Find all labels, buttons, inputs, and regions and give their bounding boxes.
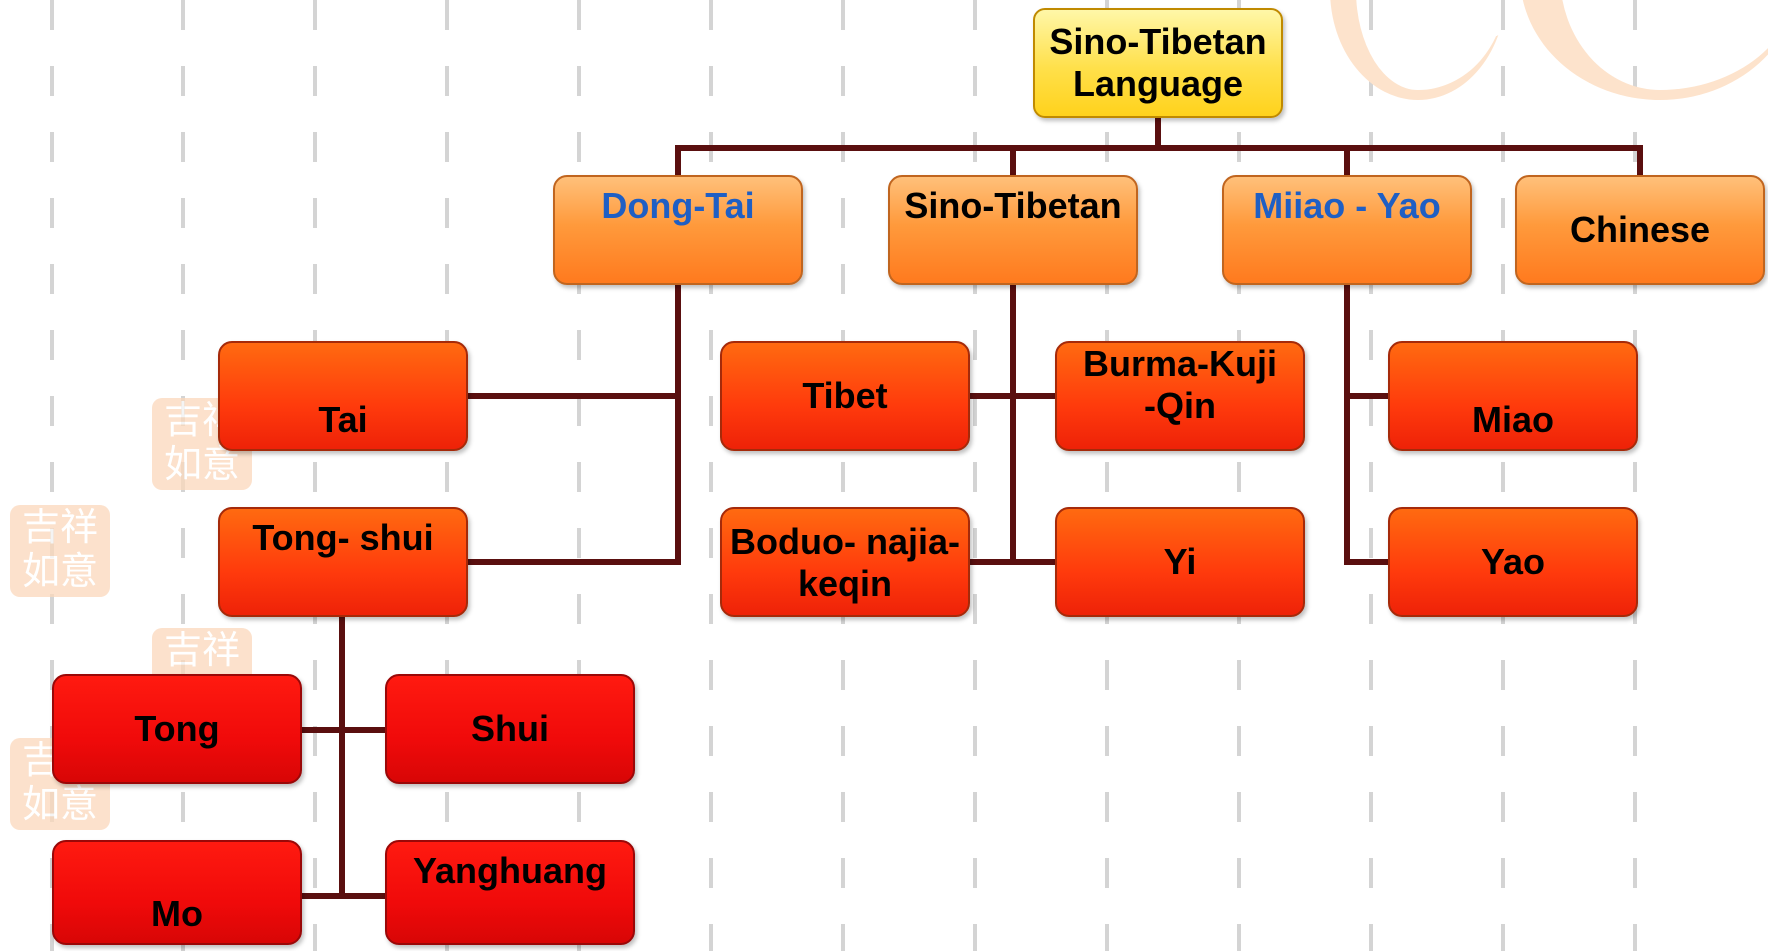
node-tai: Tai — [218, 341, 468, 451]
node-burma-kuji-qin-label: Burma-Kuji -Qin — [1082, 343, 1277, 426]
node-tai-label: Tai — [318, 399, 368, 440]
node-sino-tibetan: Sino-Tibetan — [888, 175, 1138, 285]
node-yanghuang-label: Yanghuang — [412, 850, 607, 891]
node-tong-label: Tong — [134, 708, 220, 749]
node-miiao-yao: Miiao - Yao — [1222, 175, 1472, 285]
node-root-label: Sino-Tibetan Language — [1049, 21, 1267, 104]
background-guide — [973, 0, 977, 951]
node-boduo-najia-keqin: Boduo- najia- keqin — [720, 507, 970, 617]
background-guide — [1105, 0, 1109, 951]
background-guide — [445, 0, 449, 951]
background-guide — [1633, 0, 1637, 951]
background-guide — [1501, 0, 1505, 951]
node-tong-shui-label: Tong- shui — [252, 517, 434, 558]
node-tong-shui: Tong- shui — [218, 507, 468, 617]
node-miao: Miao — [1388, 341, 1638, 451]
background-guide — [50, 0, 54, 951]
node-dong-tai-label: Dong-Tai — [601, 185, 755, 226]
background-guide — [1237, 0, 1241, 951]
background-guide — [1369, 0, 1373, 951]
node-yi-label: Yi — [1163, 541, 1197, 582]
node-tong: Tong — [52, 674, 302, 784]
node-root: Sino-Tibetan Language — [1033, 8, 1283, 118]
node-burma-kuji-qin: Burma-Kuji -Qin — [1055, 341, 1305, 451]
node-chinese-label: Chinese — [1569, 209, 1711, 250]
node-shui-label: Shui — [471, 708, 549, 749]
background-guide — [709, 0, 713, 951]
node-dong-tai: Dong-Tai — [553, 175, 803, 285]
node-yao: Yao — [1388, 507, 1638, 617]
node-sino-tibetan-label: Sino-Tibetan — [904, 185, 1122, 226]
node-mo-label: Mo — [151, 893, 203, 934]
node-tibet-label: Tibet — [802, 375, 888, 416]
background-guide — [313, 0, 317, 951]
node-chinese: Chinese — [1515, 175, 1765, 285]
node-mo: Mo — [52, 840, 302, 945]
node-yao-label: Yao — [1480, 541, 1546, 582]
background-guide — [577, 0, 581, 951]
node-yi: Yi — [1055, 507, 1305, 617]
background-guide — [841, 0, 845, 951]
node-tibet: Tibet — [720, 341, 970, 451]
node-yanghuang: Yanghuang — [385, 840, 635, 945]
node-boduo-najia-keqin-label: Boduo- najia- keqin — [730, 521, 960, 604]
node-shui: Shui — [385, 674, 635, 784]
node-miiao-yao-label: Miiao - Yao — [1253, 185, 1441, 226]
node-miao-label: Miao — [1471, 399, 1554, 440]
decorative-seal: 吉祥如意 — [10, 505, 110, 597]
